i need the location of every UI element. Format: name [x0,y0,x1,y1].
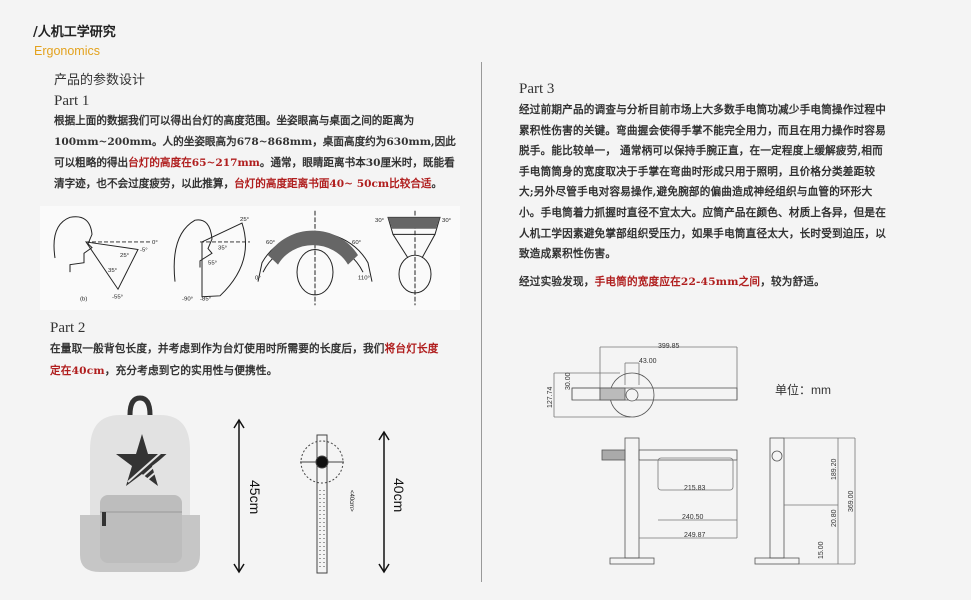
text-segment: ，较为舒适。 [760,276,825,288]
text-segment: 经过实验发现， [519,276,595,288]
technical-drawing: 399.85 43.00 127.74 30.00 215.83 240.50 … [547,343,856,565]
text-segment: 。 [431,178,443,190]
angle-label: -90° [182,297,193,303]
height-arrow-40cm [378,430,390,574]
dim-total-length: 249.87 [684,532,706,539]
part3-heading: Part 3 [519,81,555,97]
backpack-illustration [80,395,200,572]
angle-label: 35° [108,268,117,274]
angle-label: -85° [200,297,211,303]
angle-label: 30° [375,218,384,224]
angle-label: 60° [266,240,275,246]
angle-label: -5° [140,247,148,253]
part1-paragraph: 根据上面的数据我们可以得出台灯的高度范围。坐姿眼高与桌面之间的距离为100mm~… [54,111,458,195]
lamp-height-label: 40cm [391,478,407,512]
dim-upper-height: 189.20 [831,458,838,480]
text-segment: 。通常，眼睛距离书本30厘米时，既能看清字迹，也不会过度疲劳，以此推算， [54,157,455,190]
dim-mid-height: 20.80 [831,509,838,527]
part3-conclusion: 经过实验发现，手电筒的宽度应在22-45mm之间，较为舒适。 [519,272,899,294]
part2-heading: Part 2 [50,320,86,336]
dim-total-height: 369.00 [848,490,855,512]
part3-paragraph: 经过前期产品的调查与分析目前市场上大多数手电筒功减少手电筒操作过程中累积性伤害的… [519,104,886,261]
dim-head-width: 43.00 [639,358,657,365]
dim-arm-length: 240.50 [682,514,704,521]
angle-label: 30° [442,218,451,224]
figure-caption: (b) [80,297,87,303]
height-arrow-45cm [233,418,245,574]
angle-label: 0° [255,276,261,282]
text-segment: ，充分考虑到它的实用性与便携性。 [104,364,278,377]
highlight-lamp-distance: 台灯的高度距离书面40~ 50cm比较合适 [234,178,432,190]
backpack-height-label: 45cm [247,480,263,514]
unit-label: 单位：mm [775,382,831,397]
column-divider [481,62,482,582]
angle-label: 0° [152,240,158,246]
dim-arm-thickness: 30.00 [565,372,572,390]
highlight-lamp-height: 台灯的高度在65~217mm [128,157,260,169]
dim-depth: 127.74 [547,386,554,408]
dim-inner-length: 215.83 [684,485,706,492]
angle-label: -55° [112,295,123,301]
angle-label: 35° [218,246,227,252]
dim-base-height: 15.00 [818,541,825,559]
page-subtitle: Ergonomics [34,44,100,58]
highlight-lamp-length: 将台灯长度定在40cm [50,343,439,377]
size-comparison-figure: 45cm <40cm> 40cm [80,395,407,574]
angle-label: 60° [352,240,361,246]
part2-paragraph: 在量取一般背包长度，并考虑到作为台灯使用时所需要的长度后，我们将台灯长度定在40… [50,339,440,382]
highlight-width-range: 手电筒的宽度应在22-45mm之间 [594,276,761,288]
angle-label: 25° [120,253,129,259]
angle-label: 110° [358,276,370,282]
section-title: 产品的参数设计 [54,73,146,88]
part1-heading: Part 1 [54,93,90,109]
dim-overall-width: 399.85 [658,343,680,350]
lamp-illustration [300,434,344,574]
angle-label: 55° [208,261,217,267]
lamp-small-label: <40cm> [348,490,354,512]
page-title: /人机工学研究 [33,25,116,40]
text-segment: 根据上面的数据我们可以得出台灯的高度范围。坐姿眼高与桌面之间的距离为100mm~… [54,115,456,169]
angle-label: 25° [240,217,249,223]
text-segment: 在量取一般背包长度，并考虑到作为台灯使用时所需要的长度后，我们 [50,343,385,355]
vision-angle-figure: 0° -5° 25° 35° -55° (b) 25° 35° 55° -90°… [40,206,460,310]
